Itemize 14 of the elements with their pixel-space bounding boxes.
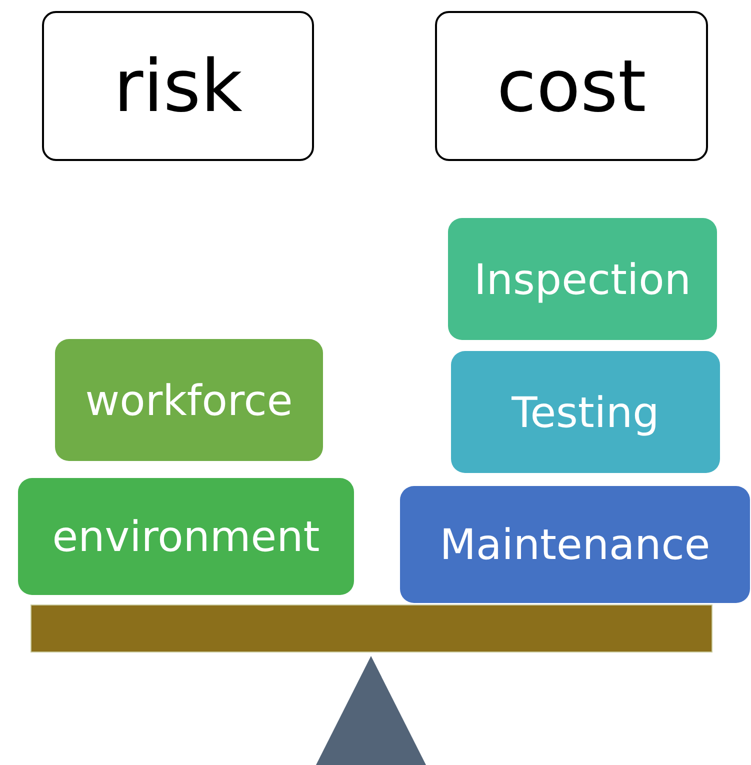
block-label: Testing bbox=[512, 388, 660, 436]
block-label: Inspection bbox=[474, 254, 691, 304]
weight-block bbox=[18, 478, 354, 595]
block-label: environment bbox=[52, 512, 320, 561]
weight-block bbox=[448, 218, 717, 340]
label-box bbox=[42, 11, 314, 161]
block-label: cost bbox=[496, 44, 646, 128]
block-label: Maintenance bbox=[440, 520, 710, 569]
label-box bbox=[435, 11, 708, 161]
weight-block bbox=[400, 486, 750, 603]
weight-block bbox=[451, 351, 720, 473]
weight-block bbox=[55, 339, 323, 461]
block-label: workforce bbox=[85, 376, 293, 424]
block-label: risk bbox=[114, 44, 242, 128]
